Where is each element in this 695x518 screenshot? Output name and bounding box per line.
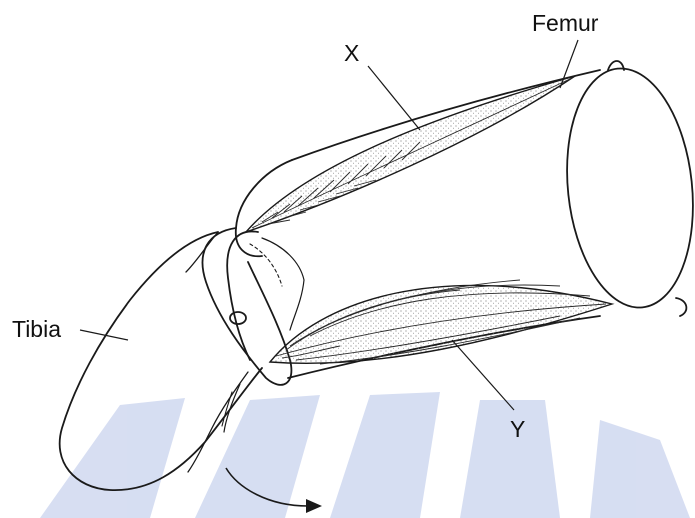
- joint-membrane-dash: [250, 244, 282, 286]
- femur-end-knob-bottom: [676, 298, 686, 316]
- femur-end-ellipse: [556, 62, 695, 314]
- watermark: [40, 392, 690, 518]
- muscle-x: [246, 76, 575, 232]
- muscle-y-label: Y: [510, 418, 525, 441]
- tibia-label: Tibia: [12, 318, 61, 341]
- muscle-x-label: X: [344, 42, 359, 65]
- muscle-y: [270, 280, 612, 364]
- joint-pivot-knob: [230, 312, 246, 324]
- joint-membrane: [262, 238, 304, 330]
- y-leader-line: [452, 340, 514, 410]
- x-leader-line: [368, 66, 420, 130]
- femur-label: Femur: [532, 12, 598, 35]
